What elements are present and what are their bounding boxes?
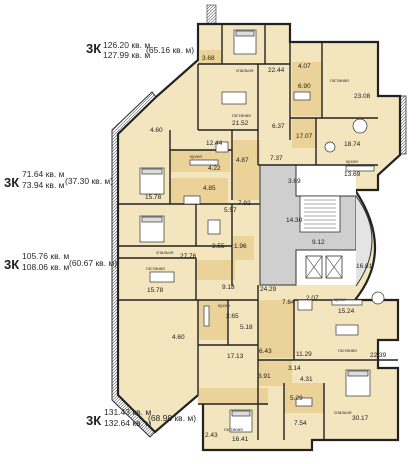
apartment-living-area: (65.16 кв. м)	[146, 45, 195, 55]
room-area: 4.85	[203, 185, 216, 192]
room-area: 15.78	[147, 287, 164, 294]
room-name: гостиная	[232, 113, 251, 118]
room-area: 6.37	[272, 123, 285, 130]
room-area: 17.13	[227, 353, 244, 360]
room-area: 11.29	[296, 351, 312, 358]
apartment-living-area: (37.30 кв. м)	[65, 176, 114, 186]
room-area: 13.69	[344, 171, 361, 178]
room-area: 16.81	[356, 263, 373, 270]
room-area: 14.30	[286, 217, 303, 224]
room-area: 3.69	[288, 178, 301, 185]
room-name: кухня	[190, 154, 202, 159]
room-name: кухня	[218, 303, 230, 308]
room-area: 22.44	[268, 67, 285, 74]
room-name: спальня	[236, 68, 254, 73]
room-area: 18.74	[344, 141, 361, 148]
room-area: 3.55	[212, 243, 225, 250]
apartment-area-total: 131.43 кв. м	[104, 407, 152, 417]
room-area: 21.52	[232, 120, 249, 127]
room-area: 6.43	[259, 348, 272, 355]
room-name: гостиная	[338, 348, 357, 353]
apartment-area-total-alt: 132.64 кв. м	[104, 418, 152, 428]
room-name: кухня	[346, 159, 358, 164]
room-area: 1.96	[234, 243, 247, 250]
room-area: 4.22	[208, 165, 221, 172]
room-name: кухня	[334, 297, 346, 302]
building-core	[259, 164, 373, 287]
room-area: 5.29	[290, 395, 303, 402]
room-area: 6.90	[298, 83, 311, 90]
room-area: 12.44	[206, 140, 223, 147]
room-area: 4.31	[300, 376, 313, 383]
apartment-living-area: (60.67 кв. м)	[69, 258, 118, 268]
room-area: 2.43	[205, 432, 218, 439]
room-area: 5.18	[240, 324, 253, 331]
apartment-area-total-alt: 73.94 кв. м	[22, 180, 65, 190]
apartment-type: 3К	[4, 257, 20, 272]
room-area: 24.29	[260, 286, 277, 293]
room-area: 7.92	[238, 200, 251, 207]
room-area: 5.57	[224, 207, 237, 214]
apartment-type: 3К	[86, 41, 102, 56]
room-area: 2.65	[226, 313, 239, 320]
apartment-type: 3К	[86, 413, 102, 428]
room-area: 3.14	[288, 365, 301, 372]
room-area: 9.18	[222, 284, 235, 291]
apartment-living-area: (68.98 кв. м)	[148, 413, 197, 423]
room-area: 16.41	[232, 436, 249, 443]
apartment-area-total: 126.20 кв. м	[103, 40, 151, 50]
room-name: гостиная	[330, 78, 349, 83]
room-area: 15.24	[338, 308, 355, 315]
room-area: 4.87	[236, 157, 249, 164]
room-name: гостиная	[146, 266, 165, 271]
apartment-area-total: 71.64 кв. м	[22, 169, 65, 179]
room-area: 4.60	[150, 127, 163, 134]
room-area: 7.64	[282, 299, 295, 306]
room-name: гостиная	[224, 427, 243, 432]
room-area: 22.39	[370, 352, 387, 359]
furniture	[139, 29, 385, 433]
room-area: 7.54	[294, 420, 307, 427]
room-area: 9.12	[312, 239, 325, 246]
room-area: 3.68	[202, 55, 215, 62]
room-area: 27.76	[180, 253, 197, 260]
apartment-area-total: 105.76 кв. м	[22, 251, 70, 261]
room-area: 2.07	[306, 295, 319, 302]
room-area: 3.91	[258, 373, 271, 380]
top-balcony	[206, 4, 217, 26]
room-area: 23.08	[354, 93, 371, 100]
room-name: спальня	[334, 410, 352, 415]
room-area: 17.07	[296, 133, 313, 140]
room-labels: 3.68 22.44 спальня 4.07 6.90 гостиная 23…	[145, 55, 387, 443]
apartment-area-total-alt: 127.99 кв. м	[103, 50, 151, 60]
room-area: 7.37	[270, 155, 283, 162]
apartment-type: 3К	[4, 175, 20, 190]
room-area: 30.17	[352, 415, 369, 422]
room-area: 4.07	[298, 63, 311, 70]
interior-walls	[118, 24, 398, 440]
apartment-area-total-alt: 108.06 кв. м	[22, 262, 70, 272]
room-name: спальня	[156, 250, 174, 255]
room-area: 4.60	[172, 334, 185, 341]
room-area: 15.78	[145, 194, 162, 201]
